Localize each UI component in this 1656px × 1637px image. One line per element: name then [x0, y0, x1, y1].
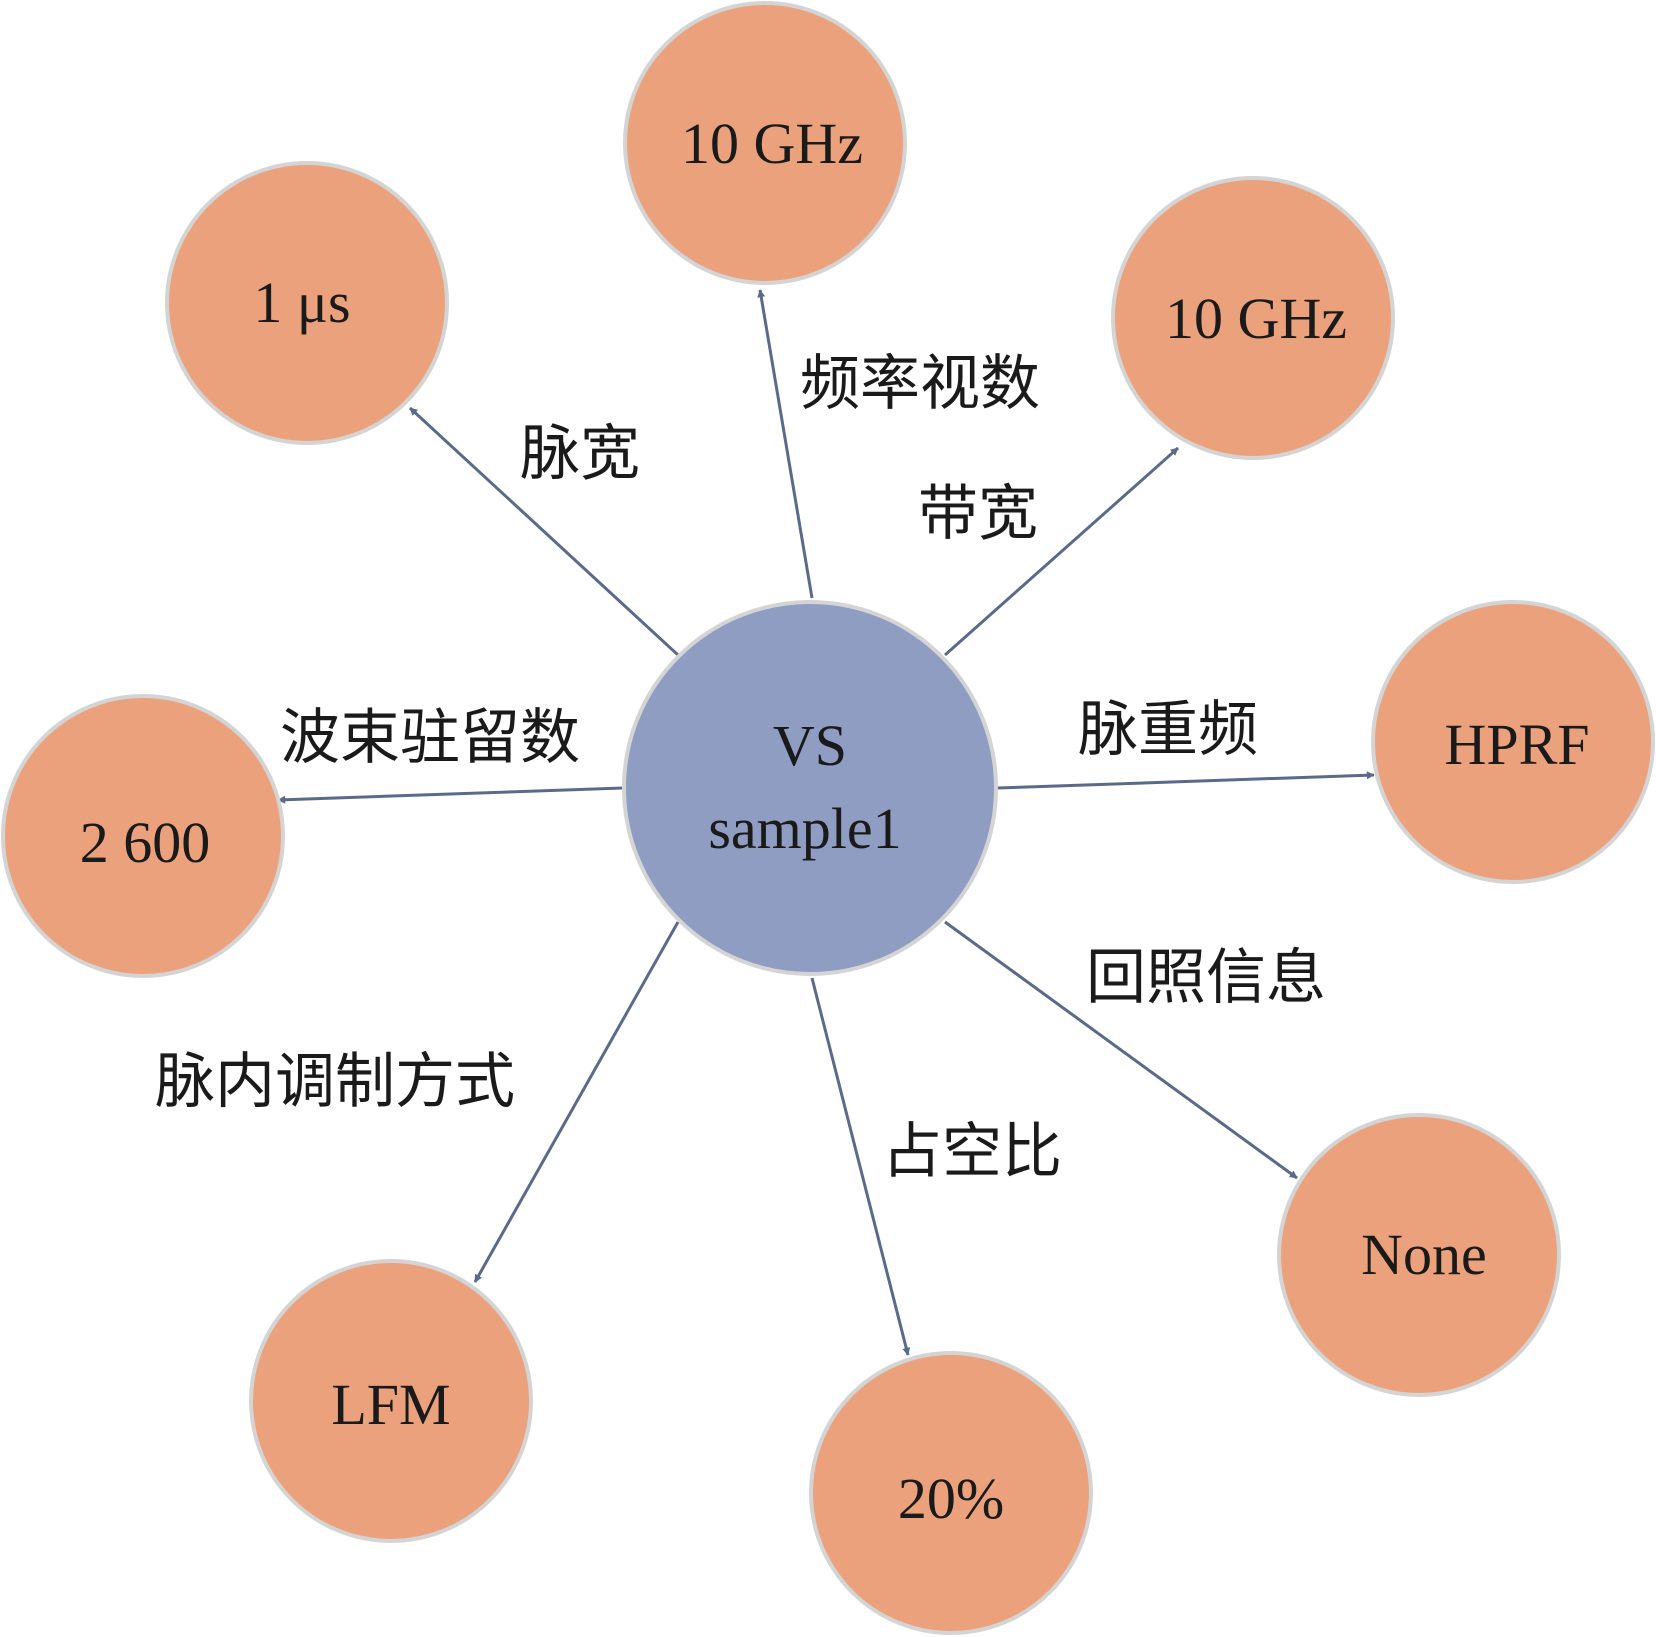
node-circle: [165, 161, 449, 445]
node-frequency: 10 GHz: [623, 1, 907, 285]
node-circle: [809, 1351, 1093, 1635]
edge-label-prf: 脉重频: [1078, 695, 1258, 765]
node-value: LFM: [331, 1372, 450, 1437]
edge-modulation: [473, 921, 680, 1283]
center-circle: [622, 600, 998, 976]
node-bandwidth: 10 GHz: [1111, 176, 1395, 460]
edge-labels: 脉宽 频率视数 带宽 脉重频 回照信息 占空比 脉内调制方式 波束驻留数: [155, 349, 1326, 1187]
node-dwell-count: 2 600: [1, 694, 285, 978]
node-duty-cycle: 20%: [809, 1351, 1093, 1635]
node-value: HPRF: [1444, 712, 1589, 777]
edge-label-duty-cycle: 占空比: [882, 1117, 1062, 1187]
node-value: 10 GHz: [681, 111, 863, 176]
center-node: VS sample1: [622, 600, 998, 976]
edge-echo-info: [944, 920, 1298, 1180]
edge-label-frequency: 频率视数: [800, 349, 1040, 419]
node-value: 1 μs: [253, 270, 350, 335]
node-circle: [249, 1259, 533, 1543]
node-prf: HPRF: [1371, 600, 1655, 884]
node-circle: [1, 694, 285, 978]
edge-label-bandwidth: 带宽: [918, 479, 1038, 549]
edge-pulse-width: [408, 406, 680, 657]
node-value: 2 600: [80, 810, 211, 875]
edge-label-pulse-width: 脉宽: [520, 419, 640, 489]
edge-frequency: [757, 289, 814, 599]
center-label-line1: VS: [773, 713, 847, 778]
edges: [277, 289, 1375, 1356]
node-value: 20%: [898, 1466, 1004, 1531]
node-echo-info: None: [1277, 1113, 1561, 1397]
edge-dwell-count: [277, 786, 624, 804]
edge-duty-cycle: [810, 977, 911, 1356]
node-value: 10 GHz: [1165, 286, 1347, 351]
node-circle: [1111, 176, 1395, 460]
node-pulse-width: 1 μs: [165, 161, 449, 445]
edge-label-dwell-count: 波束驻留数: [280, 703, 580, 773]
edge-prf: [997, 771, 1375, 790]
node-value: None: [1361, 1222, 1487, 1287]
center-label-line2: sample1: [708, 796, 901, 861]
edge-label-echo-info: 回照信息: [1086, 943, 1326, 1013]
node-circle: [623, 1, 907, 285]
node-modulation: LFM: [249, 1259, 533, 1543]
node-circle: [1277, 1113, 1561, 1397]
edge-label-modulation: 脉内调制方式: [155, 1047, 515, 1117]
node-circle: [1371, 600, 1655, 884]
edge-bandwidth: [944, 446, 1179, 657]
